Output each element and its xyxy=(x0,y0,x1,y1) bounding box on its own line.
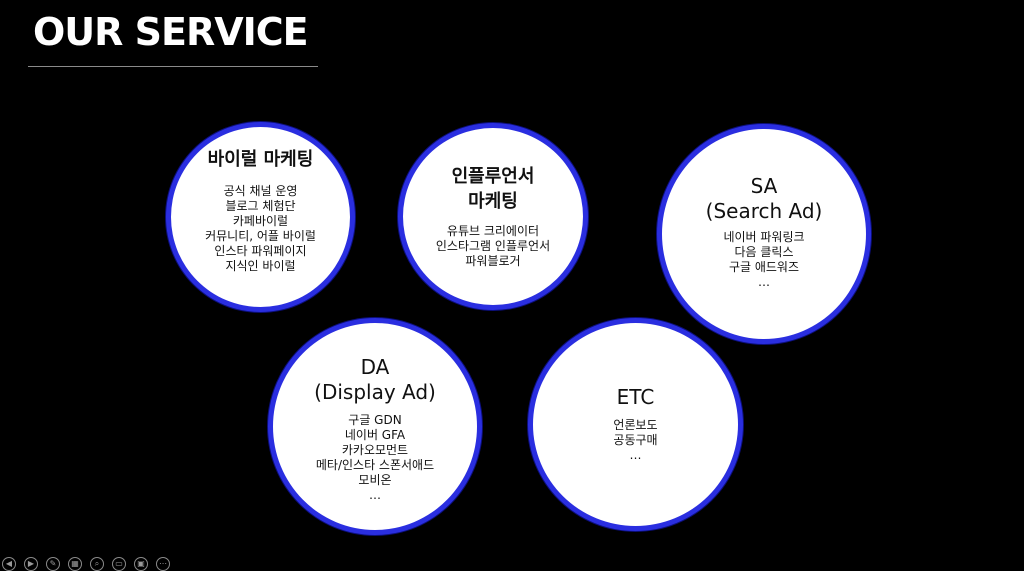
service-circle-search-ad: SA (Search Ad) 네이버 파워링크 다음 클릭스 구글 애드워즈 … xyxy=(657,124,871,344)
next-slide-icon[interactable]: ▶ xyxy=(24,556,38,571)
service-heading: 바이럴 마케팅 xyxy=(207,148,314,170)
service-heading: SA (Search Ad) xyxy=(705,174,823,223)
presentation-toolbar: ◀ ▶ ✎ ▦ ⌕ ▭ ▣ ⋯ xyxy=(0,556,174,571)
title-divider xyxy=(28,66,318,67)
more-options-icon[interactable]: ⋯ xyxy=(156,556,170,571)
service-circle-influencer-marketing: 인플루언서 마케팅 유튜브 크리에이터 인스타그램 인플루언서 파워블로거 xyxy=(398,123,588,310)
service-heading: DA (Display Ad) xyxy=(314,354,436,404)
subtitles-icon[interactable]: ▭ xyxy=(112,556,126,571)
service-circle-display-ad: DA (Display Ad) 구글 GDN 네이버 GFA 카카오모먼트 메타… xyxy=(268,318,482,535)
service-item: … xyxy=(368,487,381,502)
service-item-list: 구글 GDN 네이버 GFA 카카오모먼트 메타/인스타 스폰서애드 모비온 … xyxy=(316,413,434,503)
slide-title: OUR SERVICE xyxy=(33,10,309,54)
service-item: 파워블로거 xyxy=(465,254,521,268)
service-item: 다음 클릭스 xyxy=(734,245,794,259)
service-item: 유튜브 크리에이터 xyxy=(446,224,540,238)
service-item-list: 유튜브 크리에이터 인스타그램 인플루언서 파워블로거 xyxy=(436,224,550,269)
service-item: 카페바이럴 xyxy=(232,213,289,228)
service-item: 구글 GDN xyxy=(348,412,402,427)
service-item: 인스타그램 인플루언서 xyxy=(435,239,551,253)
service-item-list: 네이버 파워링크 다음 클릭스 구글 애드워즈 … xyxy=(723,230,804,290)
service-item-list: 언론보도 공동구매 … xyxy=(613,418,657,463)
camera-off-icon[interactable]: ▣ xyxy=(134,556,148,571)
service-item: 공식 채널 운영 xyxy=(223,183,298,198)
service-item: 인스타 파워페이지 xyxy=(214,243,307,258)
service-circle-viral-marketing: 바이럴 마케팅 공식 채널 운영 블로그 체험단 카페바이럴 커뮤니티, 어플 … xyxy=(166,122,355,312)
service-heading: ETC xyxy=(616,384,655,409)
service-item: 네이버 GFA xyxy=(344,427,406,442)
service-item: 카카오모먼트 xyxy=(341,442,409,457)
service-item: … xyxy=(629,447,642,462)
service-item-list: 공식 채널 운영 블로그 체험단 카페바이럴 커뮤니티, 어플 바이럴 인스타 … xyxy=(205,184,316,274)
service-item: 지식인 바이럴 xyxy=(225,258,296,273)
service-item: 메타/인스타 스폰서애드 xyxy=(315,457,435,472)
service-heading: 인플루언서 마케팅 xyxy=(451,166,535,212)
service-item: … xyxy=(757,275,770,289)
zoom-icon[interactable]: ⌕ xyxy=(90,556,104,571)
pen-icon[interactable]: ✎ xyxy=(46,556,60,571)
service-item: 공동구매 xyxy=(613,432,658,447)
service-circle-etc: ETC 언론보도 공동구매 … xyxy=(528,318,743,531)
slides-grid-icon[interactable]: ▦ xyxy=(68,556,82,571)
service-item: 네이버 파워링크 xyxy=(723,230,805,244)
service-item: 커뮤니티, 어플 바이럴 xyxy=(205,228,316,243)
previous-slide-icon[interactable]: ◀ xyxy=(2,556,16,571)
service-item: 언론보도 xyxy=(613,417,658,432)
service-item: 구글 애드워즈 xyxy=(728,260,800,274)
service-item: 모비온 xyxy=(358,472,392,487)
service-item: 블로그 체험단 xyxy=(225,198,296,213)
